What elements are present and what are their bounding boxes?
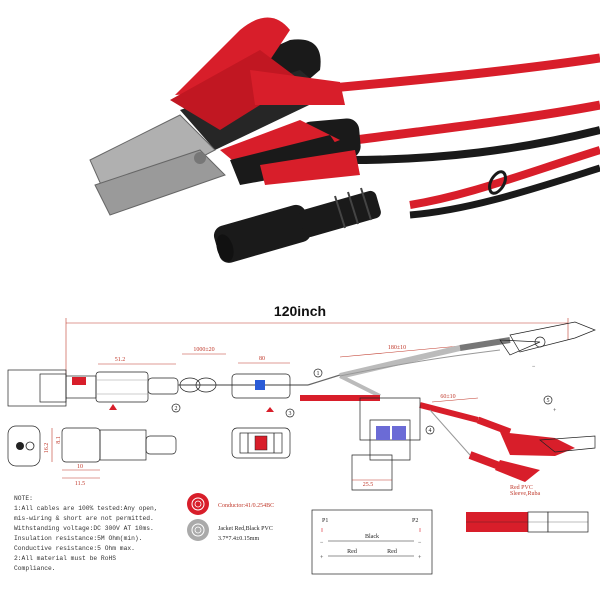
inline-fuse	[231, 373, 291, 412]
jacket-size: 3.7*7.4±0.15mm	[218, 536, 259, 542]
dim-25: 25.5	[363, 482, 374, 488]
note-line: Withstanding voltage:DC 300V AT 10ms.	[14, 525, 154, 532]
dim-51: 51.2	[115, 357, 126, 363]
cable-tie	[488, 170, 507, 195]
red-alligator-clip	[170, 17, 345, 130]
p2-label: P2	[412, 518, 418, 524]
fuse-holder-3d: 25.5	[351, 397, 421, 491]
connector-front-view: 16.2 8.1 10 11.5	[7, 425, 177, 487]
callout-1: 1	[313, 368, 323, 378]
heatshrink-2	[195, 377, 217, 393]
red-wire-label-2: Red	[387, 549, 397, 555]
grey-jacket-icon	[187, 519, 209, 541]
branch-cable	[409, 146, 600, 209]
schematic-plus-left: +	[320, 555, 324, 561]
note-line: 1:All cables are 100% tested:Any open,	[14, 505, 158, 512]
sleeve-sample	[466, 511, 589, 533]
sae-connector	[213, 187, 381, 263]
red-clip-lower	[220, 120, 360, 185]
dim-8: 8.1	[56, 436, 62, 444]
wiring-schematic: P1 P2 Black Red Red + − − +	[311, 509, 433, 575]
dim-80: 80	[259, 356, 265, 362]
schematic-minus-right: −	[418, 540, 422, 546]
note-line: Conductive resistance:5 Ohm max.	[14, 545, 135, 552]
clip-drawing-top	[499, 321, 596, 356]
cable-split	[300, 337, 512, 474]
black-wire-label: Black	[365, 534, 379, 540]
heatshrink-1	[179, 377, 201, 393]
dim-10: 10	[77, 464, 83, 470]
red-cable	[339, 100, 600, 147]
p1-label: P1	[322, 518, 328, 524]
clip-drawing-bottom	[495, 432, 596, 482]
callout-4: 4	[425, 425, 435, 435]
dim-16: 16.2	[44, 443, 50, 454]
fuse-holder-detail	[231, 427, 291, 459]
branch-cable-black	[409, 164, 600, 219]
dim-180: 180±10	[388, 345, 406, 351]
jacket-spec: Jacket Red,Black PVC	[218, 526, 273, 532]
fuse-blue-icon	[255, 380, 265, 390]
plus-marker: +	[553, 408, 557, 414]
dim-60: 60±10	[440, 394, 455, 400]
notes-block: NOTE: 1:All cables are 100% tested:Any o…	[14, 495, 158, 572]
dim-1000: 1000±20	[193, 347, 214, 353]
notes-header: NOTE:	[14, 495, 33, 502]
technical-drawing: 120inch 1000±20 80 51.2 180±10 60±10	[7, 303, 596, 497]
note-line: Compliance.	[14, 565, 56, 572]
cable-spec: Conductor:41/0.254BC Jacket Red,Black PV…	[187, 493, 274, 542]
red-conductor-icon	[187, 493, 209, 515]
black-cable	[349, 126, 600, 164]
product-photo	[89, 17, 600, 263]
svg-text:1: 1	[317, 371, 320, 377]
callout-3: 3	[285, 408, 295, 418]
red-marker-triangle	[109, 404, 117, 410]
svg-text:3: 3	[289, 411, 292, 417]
note-line: mis-wiring & short are not permitted.	[14, 515, 154, 522]
dim-11: 11.5	[75, 481, 85, 487]
red-wire-label-1: Red	[347, 549, 357, 555]
svg-text:2: 2	[175, 406, 178, 412]
metal-jaws	[89, 114, 226, 216]
schematic-plus-right: +	[418, 555, 422, 561]
minus-marker: −	[532, 364, 536, 370]
svg-text:5: 5	[547, 398, 550, 404]
wire-label: Red PVC Sleeve,Ruba	[510, 485, 540, 497]
conductor-spec: Conductor:41/0.254BC	[218, 503, 274, 509]
red-cable-2	[309, 53, 600, 95]
svg-text:4: 4	[429, 428, 432, 434]
callout-2: 2	[171, 403, 181, 413]
note-line: Insulation resistance:5M Ohm(min).	[14, 535, 142, 542]
schematic-minus-left: −	[320, 540, 324, 546]
length-title: 120inch	[274, 303, 326, 319]
callout-5: 5	[543, 395, 553, 405]
note-line: 2:All material must be RoHS	[14, 555, 116, 562]
